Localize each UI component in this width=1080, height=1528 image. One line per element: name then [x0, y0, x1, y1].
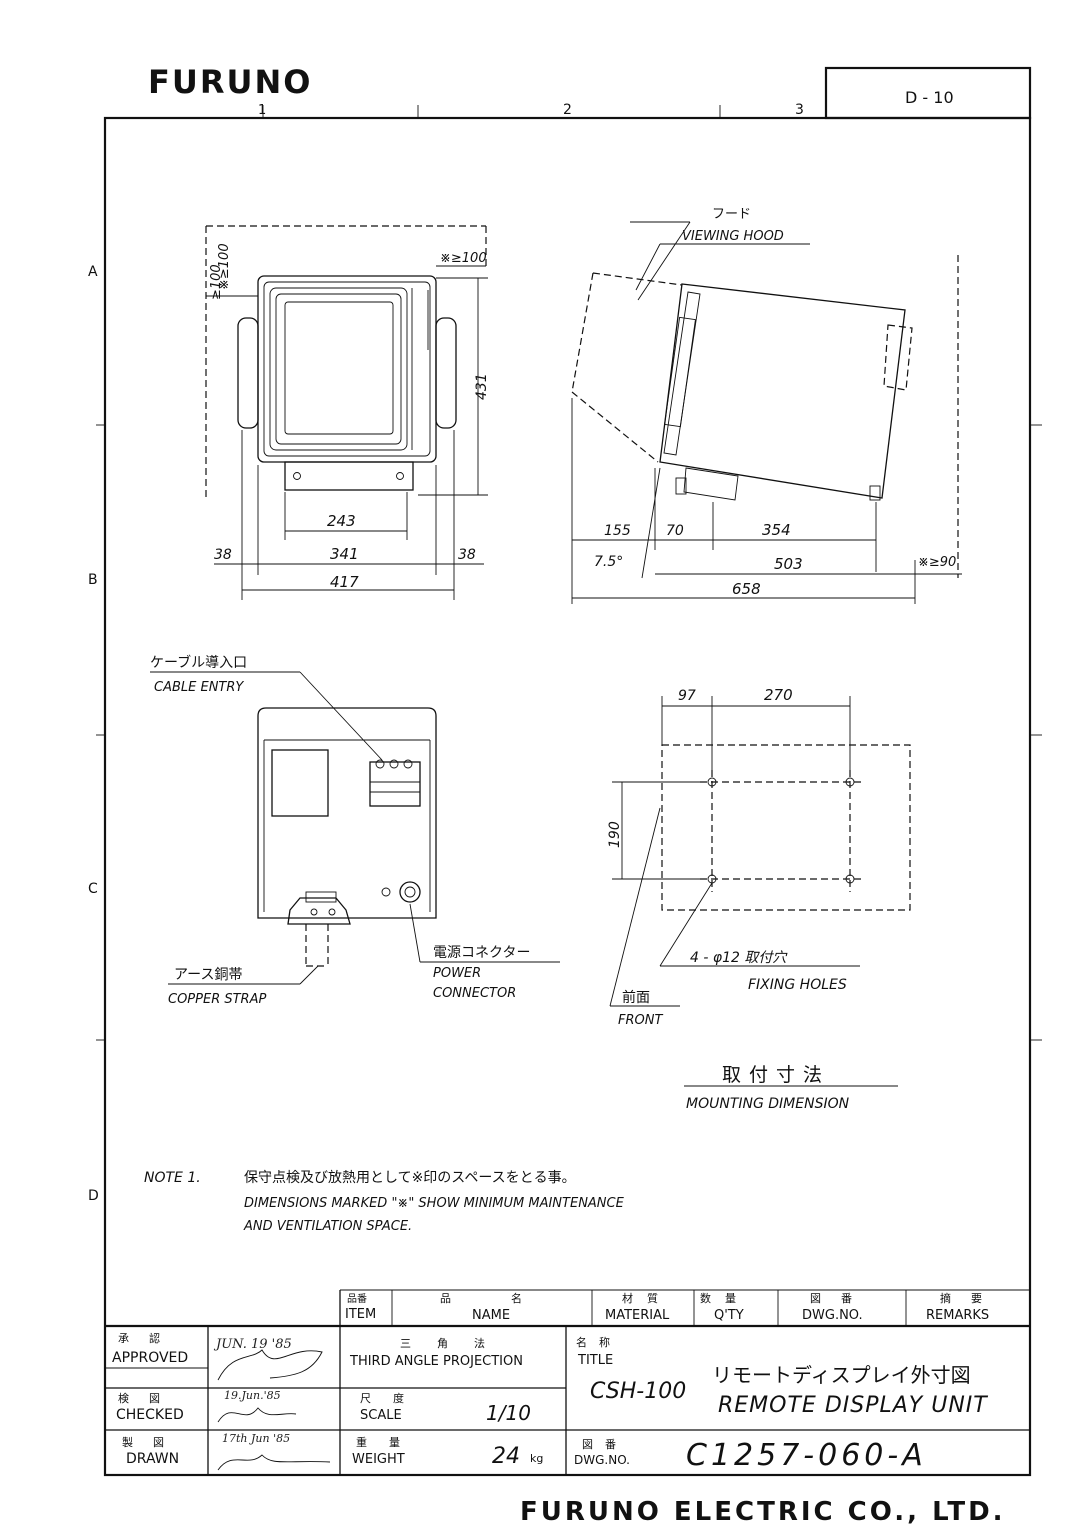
weight-unit: kg	[530, 1452, 543, 1465]
dim-417: 417	[330, 573, 359, 591]
parts-list-header	[105, 1289, 1030, 1475]
dim-97: 97	[678, 688, 696, 704]
item-label: ITEM	[345, 1307, 376, 1322]
weight-jp: 重量	[356, 1435, 422, 1449]
note-label: NOTE 1.	[144, 1170, 201, 1186]
dwgno-label: DWG.NO.	[574, 1453, 630, 1467]
item-jp: 品番	[347, 1293, 367, 1305]
title-jp-label: 名称	[576, 1335, 622, 1349]
zone-row-a: A	[88, 264, 98, 280]
model-name: CSH-100	[590, 1379, 686, 1404]
dim-top-right: ※≥100	[440, 251, 487, 266]
dim-rear-min: ※≥90	[918, 555, 956, 570]
note-en-2: AND VENTILATION SPACE.	[243, 1219, 412, 1234]
scale-jp: 尺度	[360, 1391, 426, 1405]
title-jp: リモートディスプレイ外寸図	[712, 1363, 971, 1387]
sheet-code: D - 10	[905, 88, 954, 107]
note-jp: 保守点検及び放熱用として※印のスペースをとる事。	[244, 1170, 576, 1186]
hood-label-en: VIEWING HOOD	[682, 229, 784, 244]
furuno-logo: FURUNO	[148, 63, 312, 101]
dim-155: 155	[604, 523, 631, 539]
dim-341: 341	[330, 545, 359, 563]
zone-col-2: 2	[563, 102, 572, 118]
dim-190: 190	[607, 821, 623, 848]
dim-354: 354	[762, 521, 791, 539]
company-name: FURUNO ELECTRIC CO., LTD.	[520, 1497, 1006, 1527]
material-jp: 材質	[622, 1291, 672, 1305]
checked-date: 19.Jun.'85	[224, 1389, 281, 1402]
cable-entry-jp: ケーブル導入口	[150, 654, 247, 671]
dwgno-jp: 図番	[582, 1438, 628, 1451]
qty-label: Q'TY	[714, 1308, 744, 1323]
dim-243: 243	[327, 512, 356, 530]
checked-label: CHECKED	[116, 1407, 184, 1423]
side-view	[571, 221, 962, 604]
dim-height-431: 431	[474, 373, 490, 400]
dwg-jp: 図番	[810, 1292, 872, 1305]
checked-jp: 検図	[118, 1391, 180, 1405]
approved-signature	[217, 1349, 323, 1381]
dwg-label: DWG.NO.	[802, 1308, 863, 1323]
title-block	[105, 1326, 1030, 1475]
fixing-holes-jp: 4 - φ12 取付穴	[690, 950, 788, 966]
copper-strap-jp: アース銅帯	[174, 967, 242, 983]
zone-row-d: D	[88, 1188, 99, 1204]
approved-jp: 承認	[118, 1331, 180, 1345]
dim-angle: 7.5°	[594, 554, 623, 570]
front-jp: 前面	[622, 989, 650, 1006]
scale-value: 1/10	[486, 1401, 531, 1425]
copper-strap-en: COPPER STRAP	[168, 992, 266, 1007]
front-view	[205, 225, 488, 600]
projection-jp: 三角法	[400, 1336, 511, 1350]
dim-left-small: ≥100	[209, 264, 224, 300]
approved-date: JUN. 19 '85	[213, 1337, 292, 1352]
dwg-number: C1257-060-A	[686, 1438, 927, 1473]
weight-value: 24	[492, 1444, 520, 1469]
dim-658: 658	[732, 580, 761, 598]
checked-signature	[217, 1407, 297, 1423]
dim-top-left-v: ※≥100	[217, 243, 232, 290]
zone-row-c: C	[88, 881, 98, 897]
cable-entry-en: CABLE ENTRY	[154, 680, 244, 695]
drawn-label: DRAWN	[126, 1451, 179, 1467]
weight-label: WEIGHT	[352, 1452, 405, 1467]
power-connector-en-1: POWER	[433, 966, 481, 981]
mounting-view	[609, 696, 911, 1087]
zone-row-b: B	[88, 572, 98, 588]
name-jp: 品名	[440, 1291, 582, 1305]
qty-jp: 数量	[700, 1292, 750, 1305]
material-label: MATERIAL	[605, 1308, 670, 1323]
zone-col-1: 1	[258, 103, 266, 118]
note-en-1: DIMENSIONS MARKED "※" SHOW MINIMUM MAINT…	[244, 1196, 625, 1211]
drawn-signature	[217, 1454, 331, 1471]
title-label: TITLE	[577, 1353, 613, 1368]
dim-70: 70	[666, 523, 684, 539]
zone-col-3: 3	[795, 102, 804, 118]
front-en: FRONT	[618, 1013, 663, 1028]
power-connector-jp: 電源コネクター	[433, 945, 530, 961]
drawing-frame	[103, 116, 1032, 1477]
dim-38-right: 38	[458, 547, 476, 563]
projection-label: THIRD ANGLE PROJECTION	[349, 1354, 523, 1369]
power-connector-en-2: CONNECTOR	[433, 986, 516, 1001]
dim-270: 270	[764, 686, 793, 704]
dim-38-left: 38	[214, 547, 232, 563]
drawn-date: 17th Jun '85	[222, 1432, 290, 1445]
rear-view	[150, 671, 560, 985]
scale-label: SCALE	[360, 1408, 402, 1423]
mounting-title-jp: 取付寸法	[722, 1064, 830, 1086]
mounting-title-en: MOUNTING DIMENSION	[686, 1096, 850, 1112]
title-en: REMOTE DISPLAY UNIT	[718, 1393, 988, 1418]
remarks-jp: 摘要	[940, 1291, 1002, 1305]
hood-label-jp: フード	[712, 207, 751, 222]
drawn-jp: 製図	[122, 1435, 184, 1449]
remarks-label: REMARKS	[926, 1308, 989, 1323]
dim-503: 503	[774, 555, 803, 573]
approved-label: APPROVED	[112, 1350, 188, 1366]
name-label: NAME	[472, 1308, 510, 1323]
fixing-holes-en: FIXING HOLES	[748, 977, 847, 993]
